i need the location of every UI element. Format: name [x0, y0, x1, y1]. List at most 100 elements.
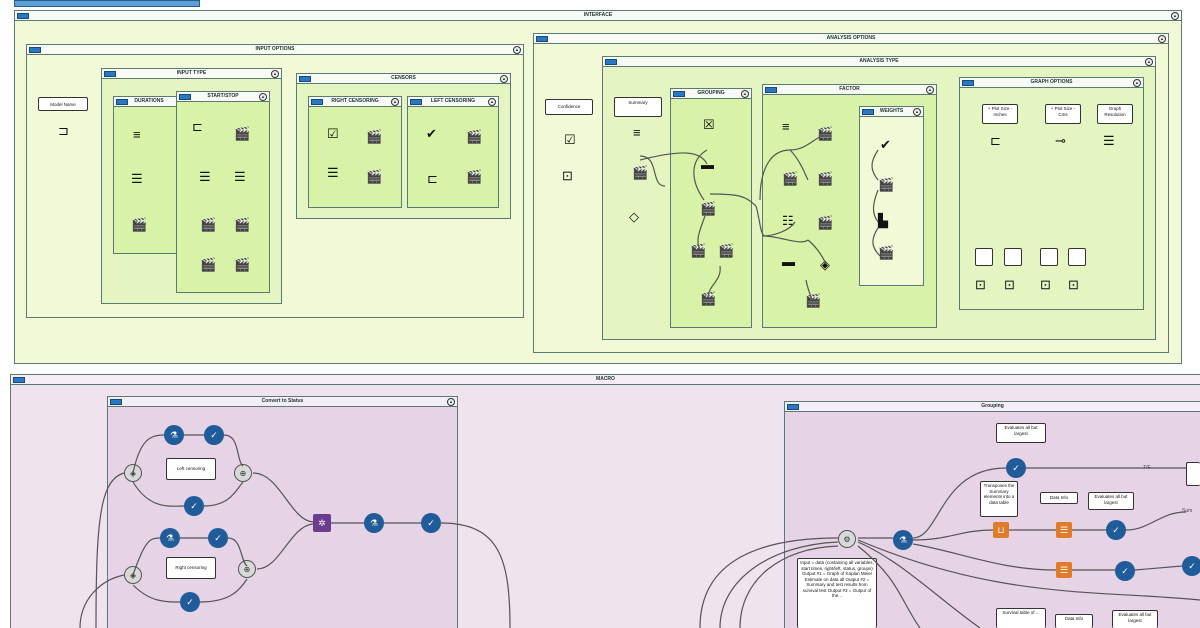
list-icon[interactable]: ▬ [701, 157, 714, 172]
clapper-icon[interactable]: 🎬 [200, 257, 217, 272]
field-info-tool-icon[interactable]: ☰ [1056, 522, 1072, 538]
numeric-box-2[interactable] [1004, 248, 1022, 266]
list-icon[interactable]: ☰ [1103, 133, 1115, 148]
clapper-icon[interactable]: 🎬 [718, 243, 735, 258]
select-tool-icon[interactable]: ✓ [1182, 556, 1200, 576]
join-tool-icon[interactable]: ✲ [313, 514, 331, 532]
collapse-icon[interactable]: ▲ [1171, 12, 1179, 20]
check-icon[interactable]: ✔ [426, 126, 437, 141]
collapse-icon[interactable]: ▲ [1133, 79, 1141, 87]
list-icon[interactable]: ☰ [131, 171, 143, 186]
graph-resolution-button[interactable]: Graph Resolution [1097, 104, 1133, 124]
model-name-label[interactable]: Model Name [38, 97, 88, 111]
clapper-icon[interactable]: 🎬 [466, 129, 483, 144]
list-icon[interactable]: ≡ [782, 119, 790, 134]
union-tool-icon[interactable]: ⊕ [238, 560, 256, 578]
numeric-box-4[interactable] [1068, 248, 1086, 266]
collapse-icon[interactable]: ▲ [447, 398, 455, 406]
collapse-icon[interactable]: ▲ [500, 75, 508, 83]
clapper-icon[interactable]: 🎬 [878, 177, 895, 192]
field-info-tool-icon[interactable]: ☰ [1056, 562, 1072, 578]
transpose-tool-icon[interactable]: ⊔ [993, 522, 1009, 538]
list-icon[interactable]: ☰ [327, 165, 339, 180]
list-icon[interactable]: ≡ [133, 127, 141, 142]
text-input-icon[interactable]: ⊐ [58, 123, 69, 138]
clapper-icon[interactable]: 🎬 [700, 201, 717, 216]
summarize-tool-icon[interactable]: ⚙ [838, 530, 856, 548]
collapse-icon[interactable]: ▲ [913, 108, 921, 116]
condition-icon[interactable]: ◇ [629, 209, 639, 224]
check-icon[interactable]: ☑ [327, 126, 339, 141]
clapper-icon[interactable]: 🎬 [234, 217, 251, 232]
clapper-icon[interactable]: 🎬 [700, 291, 717, 306]
durations-title: DURATIONS [134, 98, 164, 104]
clapper-icon[interactable]: 🎬 [200, 217, 217, 232]
formula-tool-icon[interactable]: ⚗ [164, 425, 184, 445]
dropdown-icon[interactable]: ⊏ [427, 171, 438, 186]
collapse-icon[interactable]: ▲ [391, 98, 399, 106]
collapse-icon[interactable]: ▲ [271, 70, 279, 78]
numeric-updown-icon[interactable]: ⊡ [1004, 277, 1015, 292]
list-icon[interactable]: ≡ [633, 125, 641, 140]
select-tool-icon[interactable]: ✓ [208, 528, 228, 548]
select-tool-icon[interactable]: ✓ [204, 425, 224, 445]
clapper-icon[interactable]: 🎬 [466, 169, 483, 184]
select-tool-icon[interactable]: ✓ [1115, 561, 1135, 581]
checkbox-icon[interactable]: ☒ [703, 117, 715, 132]
wire-label-true: T/F [1143, 465, 1151, 471]
collapse-icon[interactable]: ▲ [1145, 58, 1153, 66]
select-tool-icon[interactable]: ✓ [421, 513, 441, 533]
filter-tool-icon[interactable]: ◈ [124, 566, 142, 584]
confidence-label[interactable]: Confidence [545, 99, 593, 115]
clapper-icon[interactable]: 🎬 [782, 171, 799, 186]
check-icon[interactable]: ✔ [880, 137, 891, 152]
collapse-icon[interactable]: ▲ [1158, 35, 1166, 43]
clapper-icon[interactable]: 🎬 [366, 129, 383, 144]
check-icon[interactable]: ☑ [564, 132, 576, 147]
convert-to-status-title: Convert to Status [261, 398, 304, 404]
plot-size-cms-button[interactable]: + Plot Size - Cms [1045, 104, 1081, 124]
clapper-icon[interactable]: 🎬 [805, 293, 822, 308]
list-icon[interactable]: ☷ [782, 213, 794, 228]
collapse-icon[interactable]: ▲ [926, 86, 934, 94]
formula-tool-icon[interactable]: ⚗ [364, 513, 384, 533]
list-icon[interactable]: ☰ [234, 169, 246, 184]
list-icon[interactable]: ⊸ [1055, 133, 1066, 148]
numeric-updown-icon[interactable]: ⊡ [1040, 277, 1051, 292]
numeric-box-1[interactable] [975, 248, 993, 266]
clapper-icon[interactable]: 🎬 [234, 126, 251, 141]
summary-label[interactable]: Summary [614, 97, 662, 117]
numeric-updown-icon[interactable]: ⊡ [562, 168, 573, 183]
filter-tool-icon[interactable]: ◈ [124, 464, 142, 482]
clapper-icon[interactable]: 🎬 [817, 215, 834, 230]
formula-tool-icon[interactable]: ⚗ [160, 528, 180, 548]
select-tool-icon[interactable]: ✓ [1006, 458, 1026, 478]
list-icon[interactable]: ⊏ [990, 133, 1001, 148]
collapse-icon[interactable]: ▲ [741, 90, 749, 98]
clapper-icon[interactable]: 🎬 [817, 171, 834, 186]
union-tool-icon[interactable]: ⊕ [234, 464, 252, 482]
clapper-icon[interactable]: 🎬 [366, 169, 383, 184]
collapse-icon[interactable]: ▲ [259, 93, 267, 101]
collapse-icon[interactable]: ▲ [488, 98, 496, 106]
clapper-icon[interactable]: 🎬 [131, 217, 148, 232]
select-tool-icon[interactable]: ✓ [184, 496, 204, 516]
clapper-icon[interactable]: 🎬 [878, 245, 895, 260]
clapper-icon[interactable]: 🎬 [690, 243, 707, 258]
clapper-icon[interactable]: 🎬 [234, 257, 251, 272]
dropdown-icon[interactable]: ⊏ [192, 119, 203, 134]
list-icon[interactable]: ▬ [782, 254, 795, 269]
list-icon[interactable]: ☰ [199, 169, 211, 184]
plot-size-inches-button[interactable]: + Plot Size - Inches [982, 104, 1018, 124]
select-tool-icon[interactable]: ✓ [1106, 520, 1126, 540]
clapper-icon[interactable]: 🎬 [632, 165, 649, 180]
numeric-updown-icon[interactable]: ⊡ [975, 277, 986, 292]
numeric-box-3[interactable] [1040, 248, 1058, 266]
condition-icon[interactable]: ◈ [820, 257, 830, 272]
collapse-icon[interactable]: ▲ [513, 46, 521, 54]
clapper-icon[interactable]: 🎬 [817, 126, 834, 141]
numeric-updown-icon[interactable]: ⊡ [1068, 277, 1079, 292]
formula-tool-icon[interactable]: ⚗ [893, 530, 913, 550]
list-icon[interactable]: ▙ [878, 213, 888, 228]
select-tool-icon[interactable]: ✓ [180, 592, 200, 612]
